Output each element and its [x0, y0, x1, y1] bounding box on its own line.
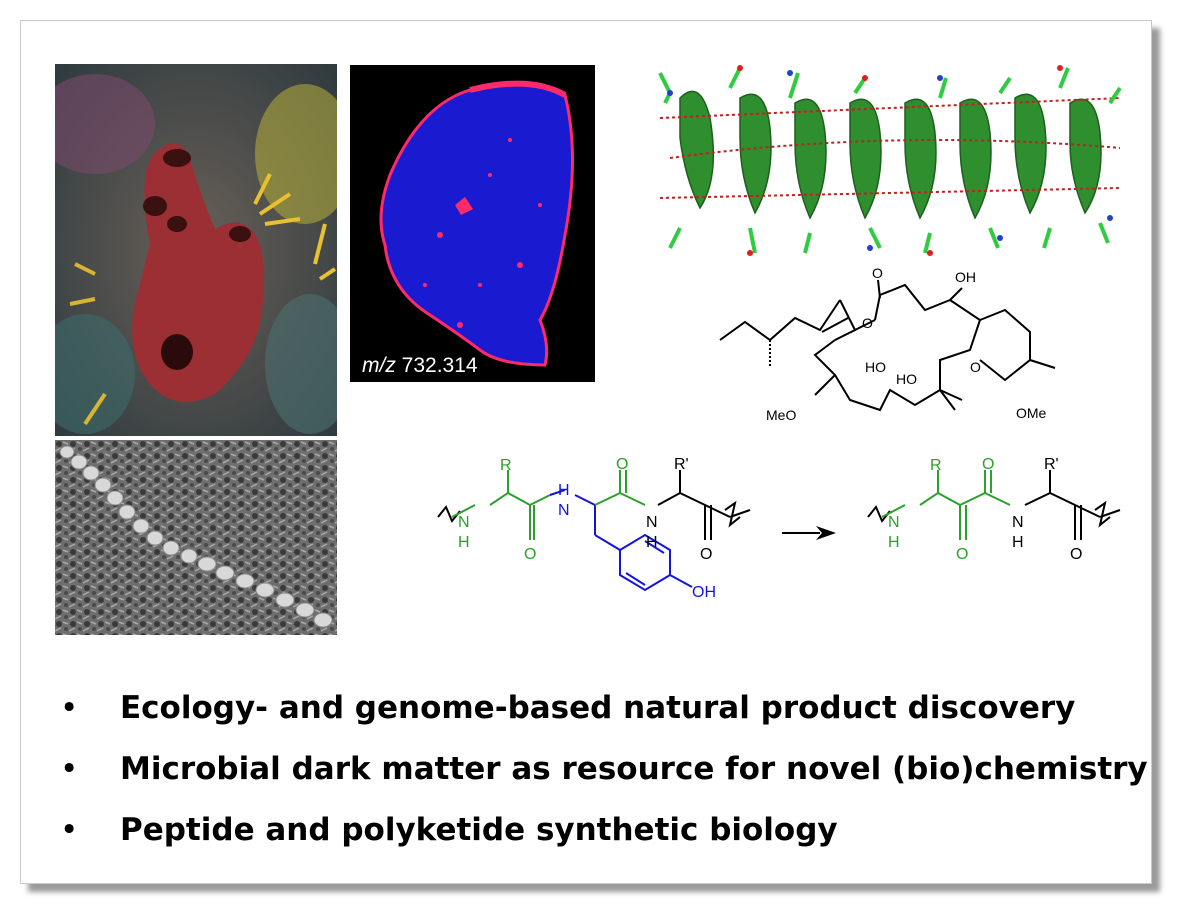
mz-label: m/z 732.314 — [362, 354, 478, 377]
svg-text:H: H — [888, 534, 900, 551]
bullet-text: Microbial dark matter as resource for no… — [120, 751, 1148, 787]
sea-sponge-photo — [55, 64, 337, 436]
peptide-product-structure: N H R O O N H R' O — [867, 456, 1121, 563]
research-bullet-list: • Ecology- and genome-based natural produ… — [58, 690, 1148, 873]
svg-text:O: O — [872, 265, 883, 281]
svg-text:O: O — [616, 456, 628, 473]
bullet-icon: • — [60, 690, 79, 726]
svg-text:O: O — [970, 359, 981, 375]
svg-text:N: N — [1012, 514, 1024, 531]
bullet-icon: • — [60, 751, 79, 787]
svg-text:N: N — [646, 514, 658, 531]
svg-text:O: O — [956, 546, 968, 563]
svg-text:HO: HO — [865, 359, 886, 375]
bullet-text: Ecology- and genome-based natural produc… — [120, 690, 1076, 726]
svg-text:OMe: OMe — [1016, 405, 1047, 421]
svg-text:H: H — [558, 482, 570, 499]
svg-text:H: H — [458, 534, 470, 551]
reaction-arrow-icon — [782, 526, 836, 540]
maldi-ion-image — [350, 65, 595, 382]
svg-text:O: O — [862, 315, 873, 331]
svg-text:O: O — [700, 546, 712, 563]
bullet-text: Peptide and polyketide synthetic biology — [120, 812, 838, 848]
bullet-icon: • — [60, 812, 79, 848]
svg-text:N: N — [888, 514, 900, 531]
macrolide-structure: O OH O HO HO O MeO OMe — [719, 265, 1056, 423]
svg-text:H: H — [646, 534, 658, 551]
protein-beta-helix — [658, 65, 1122, 256]
svg-text:H: H — [1012, 534, 1024, 551]
svg-text:O: O — [1070, 546, 1082, 563]
peptide-substrate-structure: N H R O H N O N H R' O OH — [437, 456, 751, 601]
bullet-item: • Microbial dark matter as resource for n… — [58, 751, 1148, 812]
bullet-item: • Peptide and polyketide synthetic biolog… — [58, 812, 1118, 873]
svg-text:MeO: MeO — [766, 407, 796, 423]
svg-text:N: N — [458, 514, 470, 531]
svg-text:OH: OH — [955, 269, 976, 285]
svg-text:HO: HO — [896, 371, 917, 387]
svg-text:N: N — [558, 502, 570, 519]
svg-text:R: R — [500, 457, 512, 474]
svg-text:R': R' — [1044, 456, 1059, 473]
sem-micrograph — [55, 440, 337, 635]
svg-text:R': R' — [674, 456, 689, 473]
svg-text:OH: OH — [692, 584, 716, 601]
svg-text:O: O — [982, 456, 994, 473]
svg-text:R: R — [930, 457, 942, 474]
svg-text:O: O — [524, 546, 536, 563]
bullet-item: • Ecology- and genome-based natural produ… — [58, 690, 1118, 751]
